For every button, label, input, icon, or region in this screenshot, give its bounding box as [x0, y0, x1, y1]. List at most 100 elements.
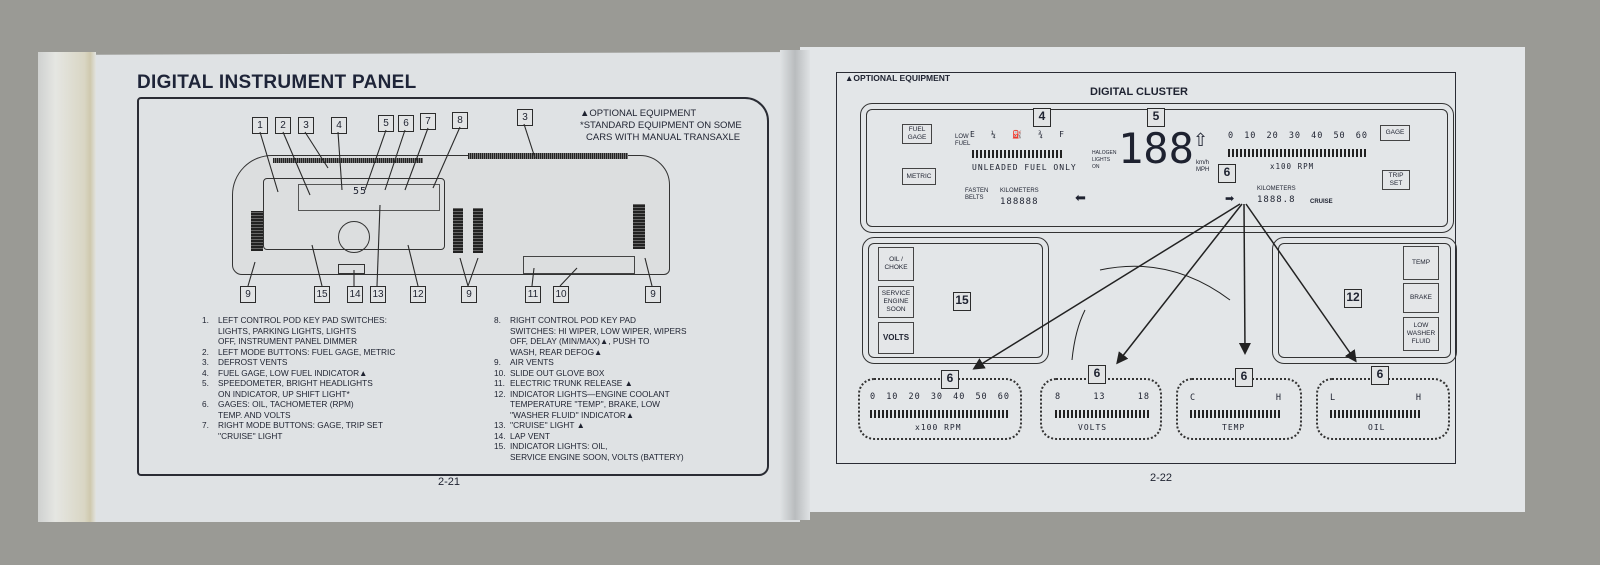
legend-item-text: SLIDE OUT GLOVE BOX — [510, 367, 605, 378]
legend-item: 12.INDICATOR LIGHTS—ENGINE COOLANT TEMPE… — [494, 389, 687, 421]
lap-vent — [338, 264, 365, 274]
volts-bar — [1055, 410, 1150, 418]
odometer-value: 188888 — [1000, 197, 1039, 207]
callout-6: 6 — [398, 115, 414, 132]
fuel-note: UNLEADED FUEL ONLY — [972, 163, 1077, 172]
brake-indicator: BRAKE — [1403, 283, 1439, 313]
steering-hub — [338, 221, 370, 253]
legend-item: 6.GAGES: OIL, TACHOMETER (RPM) TEMP. AND… — [202, 399, 395, 420]
legend-line: *STANDARD EQUIPMENT ON SOME — [580, 120, 742, 131]
speed-readout: 55 — [353, 186, 368, 197]
callout-5: 5 — [1147, 108, 1165, 127]
metric-button[interactable]: METRIC — [902, 168, 936, 185]
trip-set-button[interactable]: TRIP SET — [1382, 170, 1410, 190]
legend-item-number: 8. — [494, 315, 501, 325]
fuel-gage-button[interactable]: FUEL GAGE — [902, 124, 932, 144]
temp-label: TEMP — [1222, 423, 1246, 432]
scale-tick-label: 20 — [1266, 131, 1279, 141]
oil-bar — [1330, 410, 1422, 418]
legend-line: CARS WITH MANUAL TRANSAXLE — [586, 132, 741, 143]
air-vent — [453, 208, 463, 253]
air-vent — [633, 204, 645, 249]
legend-item-number: 7. — [202, 420, 209, 430]
legend-item: 7. RIGHT MODE BUTTONS: GAGE, TRIP SET ''C… — [202, 420, 395, 441]
scale-tick-label: 20 — [908, 392, 921, 402]
callout-9c: 9 — [645, 286, 661, 303]
optional-note: ▲OPTIONAL EQUIPMENT — [845, 73, 951, 83]
left-indicator-panel — [862, 237, 1049, 364]
diagram-frame — [137, 97, 769, 476]
legend-item-number: 10. — [494, 367, 506, 378]
speed-readout: 188 — [1118, 124, 1194, 173]
page-number-right: 2-22 — [1150, 472, 1173, 484]
callout-15: 15 — [314, 286, 330, 303]
fuel-tick: ¾ — [1038, 130, 1044, 139]
callout-6: 6 — [1235, 368, 1253, 387]
legend-item-number: 9. — [494, 357, 501, 367]
legend-item-text: FUEL GAGE, LOW FUEL INDICATOR▲ — [218, 367, 368, 378]
top-gage-readout: x100 RPM — [1270, 162, 1315, 171]
scale-tick-label: H — [1275, 393, 1282, 403]
legend-item-number: 12. — [494, 388, 506, 399]
callout-6: 6 — [1371, 366, 1389, 385]
fuel-scale: E ¼ ⛽ ¾ F — [970, 130, 1065, 139]
legend-item: 2.LEFT MODE BUTTONS: FUEL GAGE, METRIC — [202, 347, 395, 358]
cluster-frame — [836, 72, 1456, 464]
legend-item-text: LEFT MODE BUTTONS: FUEL GAGE, METRIC — [218, 346, 396, 357]
leader-lines — [247, 123, 653, 287]
legend-item: 13.''CRUISE'' LIGHT ▲ — [494, 420, 687, 431]
tach-gage — [858, 378, 1022, 440]
callout-9: 9 — [240, 286, 256, 303]
callout-14: 14 — [347, 286, 363, 303]
arrow-left-icon: ⬅ — [1075, 190, 1086, 205]
legend-item: 1.LEFT CONTROL POD KEY PAD SWITCHES: LIG… — [202, 315, 395, 347]
oil-choke-indicator: OIL / CHOKE — [878, 247, 914, 281]
scale-tick-label: 0 — [1228, 131, 1235, 141]
scale-tick-label: 50 — [1333, 131, 1346, 141]
scale-tick-label: 60 — [997, 392, 1010, 402]
legend-item: 15.INDICATOR LIGHTS: OIL, SERVICE ENGINE… — [494, 441, 687, 462]
scale-tick-label: C — [1190, 393, 1197, 403]
callout-10: 10 — [553, 286, 569, 303]
odometer-label: KILOMETERS — [1000, 188, 1039, 194]
legend-item: 5.SPEEDOMETER, BRIGHT HEADLIGHTS ON INDI… — [202, 378, 395, 399]
callout-6: 6 — [941, 370, 959, 389]
scale-tick-label: H — [1415, 393, 1422, 403]
tach-label: x100 RPM — [915, 423, 962, 432]
temp-bar — [1190, 410, 1282, 418]
scale-tick-label: 10 — [886, 392, 899, 402]
legend-item-number: 1. — [202, 315, 209, 325]
volts-indicator: VOLTS — [878, 322, 914, 354]
trip-value: 1888.8 — [1257, 195, 1296, 205]
legend-item-number: 5. — [202, 378, 209, 388]
cluster-display — [298, 184, 440, 211]
gage-button[interactable]: GAGE — [1380, 125, 1410, 141]
oil-label: OIL — [1368, 423, 1386, 432]
callout-13: 13 — [370, 286, 386, 303]
shift-arrow-icon: ⇧ — [1193, 130, 1209, 150]
fuel-bar — [972, 150, 1064, 158]
right-indicator-panel — [1272, 237, 1457, 364]
tach-bar — [870, 410, 1010, 418]
defrost-vent — [468, 153, 628, 159]
scale-tick-label: 60 — [1355, 131, 1368, 141]
arrow-right-icon: ➡ — [1225, 193, 1235, 205]
legend-item-number: 13. — [494, 420, 506, 430]
scale-tick-label: 40 — [953, 392, 966, 402]
legend-item-text: DEFROST VENTS — [218, 357, 288, 367]
callout-9b: 9 — [461, 286, 477, 303]
callout-6: 6 — [1218, 164, 1236, 183]
scale-tick-label: L — [1330, 393, 1337, 403]
legend-item-text: RIGHT MODE BUTTONS: GAGE, TRIP SET ''CRU… — [218, 420, 383, 441]
legend-item: 8.RIGHT CONTROL POD KEY PAD SWITCHES: HI… — [494, 315, 687, 357]
scale-tick-label: 40 — [1311, 131, 1324, 141]
halogen-indicator: HALOGEN LIGHTS ON — [1092, 150, 1117, 170]
legend-item-text: AIR VENTS — [510, 357, 554, 367]
left-indicator-inner — [868, 243, 1043, 358]
